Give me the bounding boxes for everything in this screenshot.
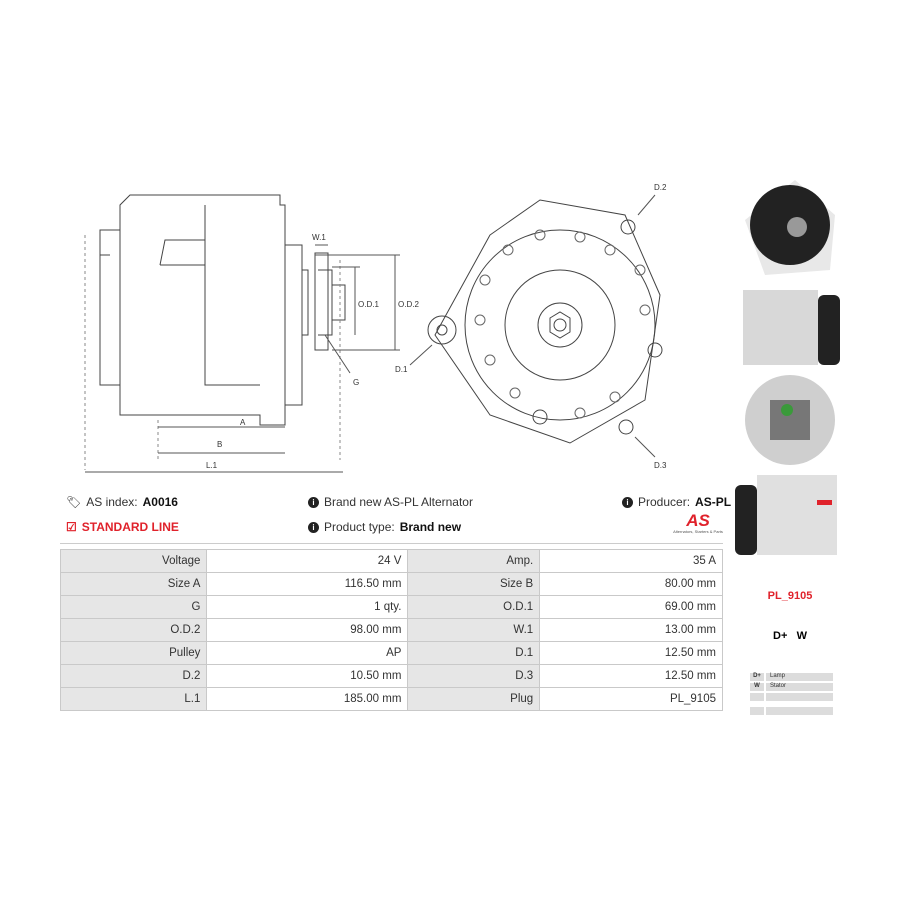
info-icon: i <box>622 496 633 508</box>
pulley-outline <box>314 252 333 351</box>
spec-value: 12.50 mm <box>539 641 723 665</box>
spec-label: Size B <box>407 572 541 596</box>
logo-mark: AS <box>686 511 710 530</box>
spec-value: AP <box>206 641 409 665</box>
photo-rear <box>745 375 835 465</box>
spec-value: 12.50 mm <box>539 664 723 688</box>
spec-label: Plug <box>407 687 541 711</box>
plug-terminals: D+ W <box>773 630 807 642</box>
description-text: Brand new AS-PL Alternator <box>324 495 473 509</box>
spec-label: G <box>59 595 208 619</box>
pin-function: Lamp <box>764 673 833 681</box>
dim-d3-label: D.3 <box>654 461 667 470</box>
spec-value: 13.00 mm <box>539 618 723 642</box>
pin-function <box>764 693 833 701</box>
spec-value: 35 A <box>539 549 723 573</box>
plug-pin-row: W Stator <box>750 683 833 691</box>
dim-a-label: A <box>240 418 246 427</box>
spec-value: 98.00 mm <box>206 618 409 642</box>
pin-id <box>750 707 764 715</box>
front-view-drawing: D.2 D.1 D.3 <box>395 183 667 470</box>
standard-line-label: STANDARD LINE <box>81 520 179 534</box>
plug-code: PL_9105 <box>767 590 813 602</box>
dim-d2-label: D.2 <box>654 183 667 192</box>
spec-value: 116.50 mm <box>206 572 409 596</box>
pin-id <box>750 693 764 701</box>
product-photos <box>735 180 840 555</box>
description: i Brand new AS-PL Alternator <box>308 495 473 509</box>
plug-pin-row <box>750 693 833 701</box>
logo-tagline: Alternators, Starters & Parts <box>673 529 723 534</box>
spec-value: 185.00 mm <box>206 687 409 711</box>
producer: i Producer: AS-PL <box>622 495 731 509</box>
spec-label: W.1 <box>407 618 541 642</box>
photo-side-angle <box>735 475 837 555</box>
dim-l1-label: L.1 <box>206 461 218 470</box>
producer-label: Producer: <box>638 495 691 509</box>
producer-value: AS-PL <box>695 495 732 509</box>
spec-label: Amp. <box>407 549 541 573</box>
spec-label: Size A <box>59 572 208 596</box>
spec-value: PL_9105 <box>539 687 723 711</box>
pin-id: D+ <box>753 673 761 679</box>
spec-value: 1 qty. <box>206 595 409 619</box>
pin-function: Stator <box>764 683 833 691</box>
spec-label: Pulley <box>59 641 208 665</box>
spec-label: D.1 <box>407 641 541 665</box>
photo-side <box>743 290 840 365</box>
plug-pin-row: D+Lamp <box>750 673 833 681</box>
divider <box>60 543 723 544</box>
spec-label: D.3 <box>407 664 541 688</box>
front-housing-outline <box>434 199 661 444</box>
dim-g-label: G <box>353 378 359 387</box>
spec-value: 24 V <box>206 549 409 573</box>
spec-label: Voltage <box>59 549 208 573</box>
dim-d1-label: D.1 <box>395 365 408 374</box>
pin-id: W <box>754 683 760 689</box>
plug-pin-row <box>750 707 833 715</box>
as-pl-logo: AS Alternators, Starters & Parts <box>670 512 726 534</box>
alternator-body-outline <box>119 194 286 426</box>
info-icon: i <box>308 521 319 533</box>
product-type: i Product type: Brand new <box>308 520 461 534</box>
product-type-label: Product type: <box>324 520 395 534</box>
dim-b-label: B <box>217 440 222 449</box>
standard-line-badge: ☑ STANDARD LINE <box>66 520 179 534</box>
dim-od1-label: O.D.1 <box>358 300 379 309</box>
dim-od2-label: O.D.2 <box>398 300 419 309</box>
tags-icon: 🏷 <box>66 495 82 509</box>
spec-value: 80.00 mm <box>539 572 723 596</box>
info-icon: i <box>308 496 319 508</box>
spec-value: 10.50 mm <box>206 664 409 688</box>
as-index: 🏷 AS index: A0016 <box>66 495 178 509</box>
spec-label: O.D.1 <box>407 595 541 619</box>
product-type-value: Brand new <box>399 520 462 534</box>
side-view-drawing: A B L.1 W.1 O.D.1 O.D.2 G <box>84 194 419 473</box>
spec-value: 69.00 mm <box>539 595 723 619</box>
checkbox-icon: ☑ <box>66 520 77 534</box>
spec-label: D.2 <box>59 664 208 688</box>
spec-label: L.1 <box>59 687 208 711</box>
dim-w1-label: W.1 <box>312 233 326 242</box>
as-index-value: A0016 <box>142 495 178 509</box>
as-index-label: AS index: <box>86 495 138 509</box>
pin-function <box>764 707 833 715</box>
photo-front <box>745 180 835 275</box>
spec-label: O.D.2 <box>59 618 208 642</box>
